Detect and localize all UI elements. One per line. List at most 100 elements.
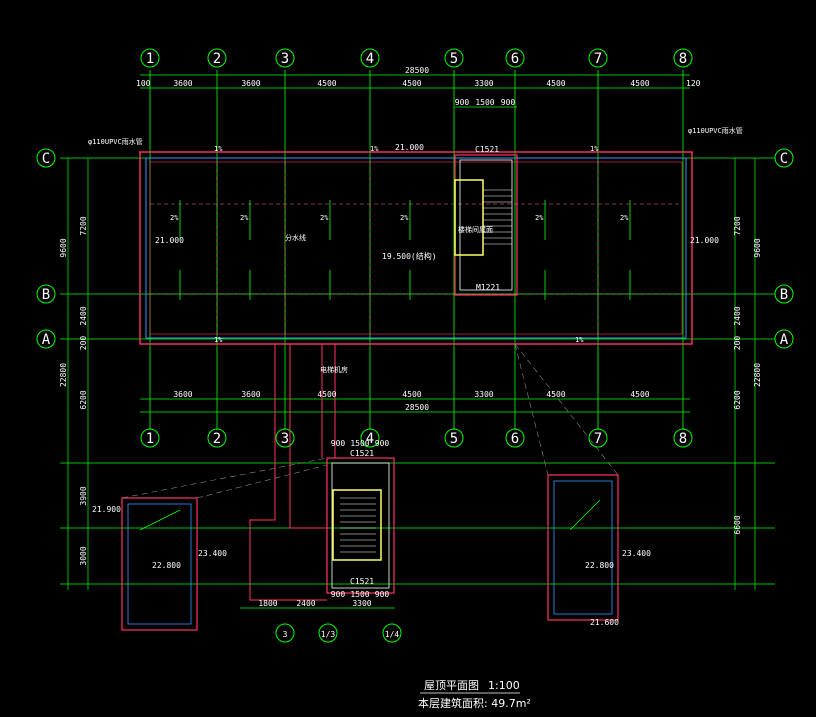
pipe-note-left: φ110UPVC雨水管 bbox=[88, 137, 143, 146]
elev-left: 21.000 bbox=[155, 236, 184, 245]
stair-dim-2: 900 bbox=[501, 98, 516, 107]
left-vdim-4: 22800 bbox=[59, 363, 68, 387]
lower-dim-2: 900 bbox=[375, 439, 390, 448]
left-axis-B: B bbox=[42, 287, 50, 303]
bottom-axis-3: 3 bbox=[281, 431, 289, 447]
top-axis-6: 6 bbox=[511, 51, 519, 67]
top-dim-6: 4500 bbox=[546, 79, 565, 88]
slope-arrows bbox=[139, 200, 631, 531]
top-dim-5: 3300 bbox=[474, 79, 493, 88]
cut-note: 分水线 bbox=[285, 233, 306, 242]
window-lower-top: C1521 bbox=[350, 449, 374, 458]
main-roof-outline bbox=[139, 151, 693, 345]
bottom-total-dim: 28500 bbox=[405, 403, 429, 412]
left-vdim-0: 9600 bbox=[59, 238, 68, 257]
left-vdim-1: 7200 bbox=[79, 216, 88, 235]
lower-dim-5: 900 bbox=[331, 590, 346, 599]
stair-dim-1: 1500 bbox=[475, 98, 494, 107]
side-dimension-lines bbox=[67, 158, 756, 590]
slope-2pct-4: 2% bbox=[400, 214, 409, 222]
slope-bottom-right: 1% bbox=[575, 336, 584, 344]
top-dim-7: 4500 bbox=[630, 79, 649, 88]
top-dim-1: 3600 bbox=[173, 79, 192, 88]
bottom-dim-4: 4500 bbox=[402, 390, 421, 399]
drawing-scale: 1:100 bbox=[488, 679, 520, 692]
elev-mid: 19.500(结构) bbox=[382, 251, 437, 261]
row-axis-bubbles: C B A C B A bbox=[36, 148, 794, 349]
projection-dashes bbox=[121, 343, 619, 499]
top-axis-1: 1 bbox=[146, 51, 154, 67]
top-axis-8: 8 bbox=[679, 51, 687, 67]
bottom-axis-6: 6 bbox=[511, 431, 519, 447]
bottom-axis-5: 5 bbox=[450, 431, 458, 447]
stair-dim-0: 900 bbox=[455, 98, 470, 107]
lower-axis-1-3: 1/3 bbox=[321, 630, 336, 639]
right-vdim-0: 9600 bbox=[753, 238, 762, 257]
left-vdim-2: 2400 bbox=[79, 306, 88, 325]
top-axis-2: 2 bbox=[213, 51, 221, 67]
left-vdim-5: 6200 bbox=[79, 390, 88, 409]
lower-dim-6: 1500 bbox=[350, 590, 369, 599]
top-axis-7: 7 bbox=[594, 51, 602, 67]
left-small-roof bbox=[121, 497, 198, 631]
slope-2pct-3: 2% bbox=[320, 214, 329, 222]
left-axis-A: A bbox=[42, 332, 51, 348]
left-small-elev: 21.900 bbox=[92, 505, 121, 514]
right-small-elev2: 23.400 bbox=[622, 549, 651, 558]
left-axis-C: C bbox=[42, 151, 50, 167]
right-small-roof bbox=[547, 474, 619, 621]
corridor-outline bbox=[249, 344, 336, 601]
window-lower-bottom: C1521 bbox=[350, 577, 374, 586]
left-vdim-3: 200 bbox=[79, 336, 88, 351]
top-dim-0: 100 bbox=[136, 79, 151, 88]
bottom-dim-6: 4500 bbox=[546, 390, 565, 399]
right-small-elev: 22.800 bbox=[585, 561, 614, 570]
bottom-axis-1: 1 bbox=[146, 431, 154, 447]
lower-dim-1: 1500 bbox=[350, 439, 369, 448]
main-stair-treads bbox=[483, 189, 512, 245]
lower-dim-7: 900 bbox=[375, 590, 390, 599]
vertical-axis-lines bbox=[149, 70, 684, 430]
main-stair-tower bbox=[454, 154, 518, 296]
right-vdim-5: 6200 bbox=[733, 390, 742, 409]
bottom-dimension-lines bbox=[140, 398, 690, 609]
right-vdim-6: 6600 bbox=[733, 515, 742, 534]
lower-stair-tower bbox=[326, 457, 395, 594]
top-dim-8: 120 bbox=[686, 79, 701, 88]
left-vdim-7: 3000 bbox=[79, 546, 88, 565]
left-vdim-6: 3900 bbox=[79, 486, 88, 505]
lower-dim-3: 1800 bbox=[258, 599, 277, 608]
bottom-axis-7: 7 bbox=[594, 431, 602, 447]
bottom-axis-8: 8 bbox=[679, 431, 687, 447]
bottom-dim-7: 4500 bbox=[630, 390, 649, 399]
slope-top-left: 1% bbox=[214, 145, 223, 153]
area-note: 本层建筑面积: 49.7m² bbox=[418, 696, 531, 710]
right-vdim-3: 200 bbox=[733, 336, 742, 351]
top-dim-3: 4500 bbox=[317, 79, 336, 88]
lift-note: 电梯机房 bbox=[320, 365, 348, 374]
top-axis-bubbles: 1 2 3 4 5 6 7 8 bbox=[140, 48, 693, 68]
lower-dim-4: 2400 bbox=[296, 599, 315, 608]
bottom-axis-4: 4 bbox=[366, 431, 374, 447]
bottom-dim-1: 3600 bbox=[173, 390, 192, 399]
slope-2pct-5: 2% bbox=[535, 214, 544, 222]
right-axis-B: B bbox=[780, 287, 788, 303]
door-label: M1221 bbox=[476, 283, 500, 292]
top-axis-3: 3 bbox=[281, 51, 289, 67]
drawing-title: 屋顶平面图 bbox=[424, 679, 479, 692]
lower-axis-1-4: 1/4 bbox=[385, 630, 400, 639]
top-axis-4: 4 bbox=[366, 51, 374, 67]
elev-right: 21.000 bbox=[690, 236, 719, 245]
pipe-note-right: φ110UPVC雨水管 bbox=[688, 126, 743, 135]
top-dimension-lines bbox=[140, 74, 690, 108]
lower-dim-0: 900 bbox=[331, 439, 346, 448]
lower-axis-3: 3 bbox=[283, 630, 288, 639]
slope-top-mid: 1% bbox=[370, 145, 379, 153]
slope-2pct-2: 2% bbox=[240, 214, 249, 222]
bottom-axis-bubbles: 1 2 3 4 5 6 7 8 bbox=[140, 428, 693, 448]
left-small-elev2: 22.800 bbox=[152, 561, 181, 570]
bottom-dim-3: 4500 bbox=[317, 390, 336, 399]
bottom-dim-2: 3600 bbox=[241, 390, 260, 399]
elev-top: 21.000 bbox=[395, 143, 424, 152]
top-total-dim: 28500 bbox=[405, 66, 429, 75]
